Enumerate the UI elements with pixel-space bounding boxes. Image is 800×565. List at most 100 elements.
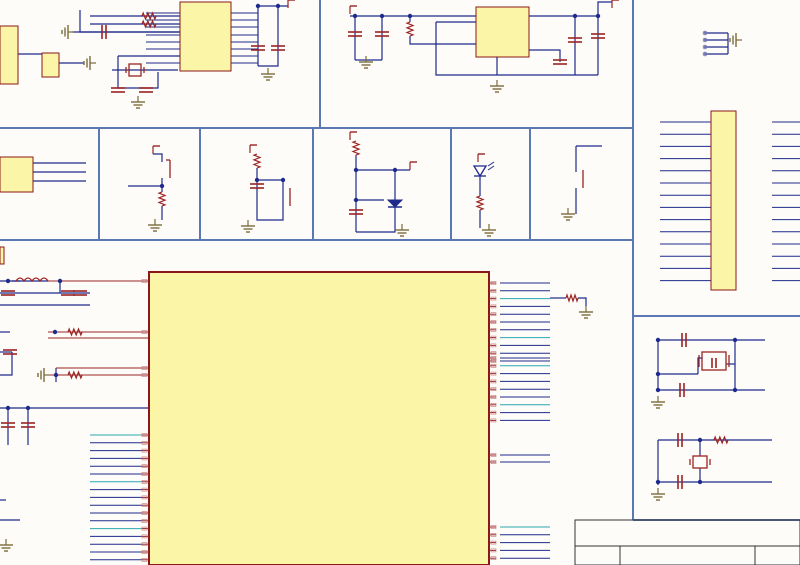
wire [128,178,163,187]
pin-label-box [141,542,148,547]
main-mcu [148,271,490,565]
pin-label-box [490,281,497,285]
pin-label-box [141,557,148,562]
small-ic [41,52,60,78]
junction-dot [697,437,703,443]
pin-label-box [141,511,148,515]
pin-label-box [141,279,148,283]
pin-label-box [490,371,497,376]
pin-label-box [490,320,497,324]
pin-label-box [141,550,148,554]
pin-label-box [490,327,497,332]
pin-label-box [141,433,148,437]
pin-label-box [141,487,148,492]
wire [529,49,561,62]
pin-label-box [490,418,497,423]
pin-label-box [490,312,497,317]
pin-label-box [141,366,148,370]
junction-dot [159,183,165,189]
edge-ic [0,246,5,265]
pin-label-box [490,288,497,293]
junction-dot [595,13,601,19]
junction-dot [25,405,31,411]
junction-dot [5,278,11,284]
pin-label-box [490,335,497,340]
pin-label-box [141,456,148,461]
junction-dot [53,372,59,378]
wire [256,180,284,221]
resistor-symbol [157,191,167,207]
junction-dot [655,479,661,485]
resistor-symbol [67,370,83,380]
components [0,0,742,552]
wire [597,1,612,16]
junction-dot [379,13,385,19]
pin-label-box [141,526,148,531]
pin-label-box [141,472,148,476]
junction-dot [572,13,578,19]
junction-dot [732,337,738,343]
pin-label-box [141,518,148,523]
resistor-symbol [405,21,415,37]
crystal-symbol [128,63,142,77]
diode-symbol [386,199,404,208]
pin-label-box [490,395,497,399]
junction-dot [655,337,661,343]
junction-dot [352,13,358,19]
junction-dot [407,13,413,19]
title-block-frame [574,519,800,565]
pin-label-box [490,410,497,415]
resistor-symbol [141,19,157,29]
junction-dot [5,405,11,411]
crystal-symbol [701,351,727,371]
pin-label-box [490,387,497,392]
pin-label-box [141,464,148,469]
resistor-symbol [252,153,262,169]
junction-dot [655,387,661,393]
connector-pin [702,30,708,36]
pin-label-box [490,402,497,407]
header-connector [710,110,737,291]
crystal-symbol [692,455,708,469]
pin-label-box [490,363,497,368]
resistor-symbol [713,435,729,445]
junction-dot [697,479,703,485]
wire [356,170,396,233]
chip-pins [141,279,497,562]
junction-dot [732,387,738,393]
pin-label-box [490,460,497,464]
pin-label-box [490,351,497,356]
pin-label-box [141,440,148,445]
pin-label-box [490,304,497,309]
resistor-symbol [141,11,157,21]
regulator-ic [475,6,530,58]
pin-label-box [490,540,497,545]
wire [258,6,279,67]
pin-label-box [141,448,148,453]
pin-label-box [490,356,497,360]
connector-pin [702,44,708,50]
pin-label-box [490,532,497,537]
resistor-symbol [351,140,361,156]
connector-pin [702,51,708,57]
top-left-ic [0,25,19,85]
inductor-symbol [15,277,49,283]
pin-label-box [141,330,148,334]
junction-dot [255,3,261,9]
junction-dot [353,167,359,173]
junction-dot [655,371,661,377]
pin-label-box [141,534,148,539]
junction-dot [254,177,260,183]
wire [118,72,159,89]
pin-label-box [490,556,497,561]
pin-label-box [141,503,148,508]
resistor-symbol [67,327,83,337]
eeprom-ic [179,1,232,72]
pin-label-box [141,373,148,377]
junction-dot [52,329,58,335]
junction-dot [392,167,398,173]
pin-label-box [490,548,497,553]
